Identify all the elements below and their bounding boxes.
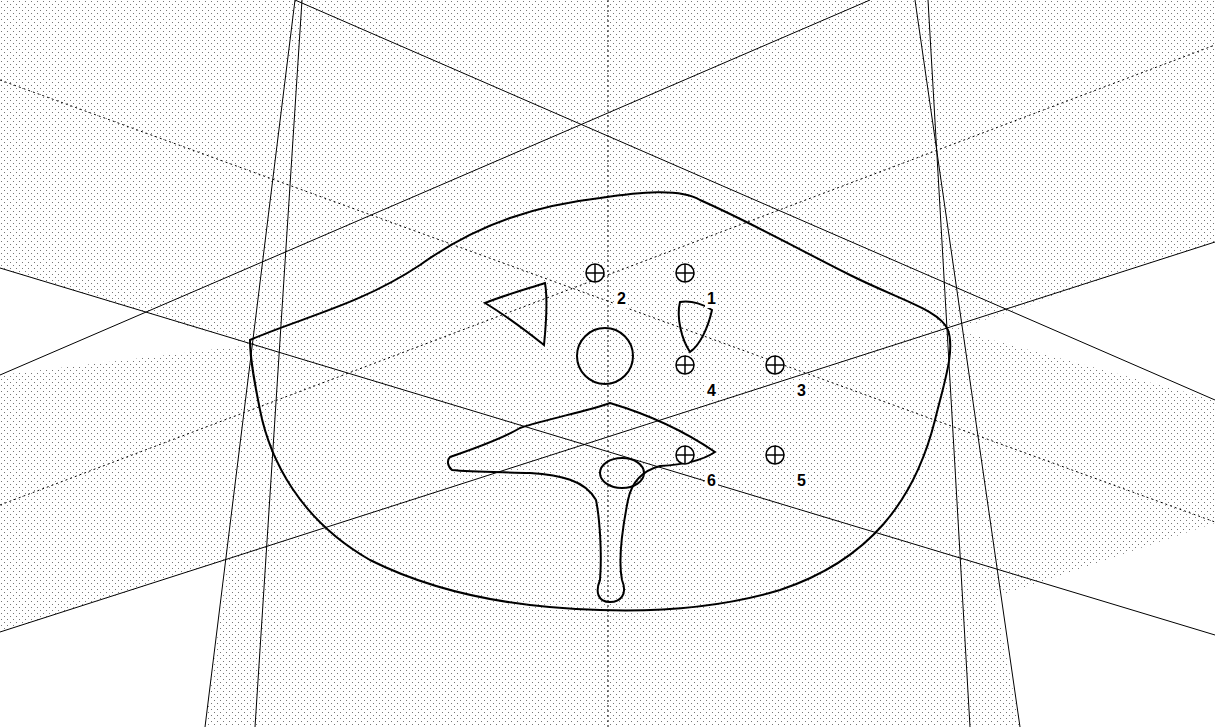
dose-point-marker [676,446,694,464]
dose-point-marker [586,264,604,282]
anatomy [250,192,950,610]
callout-number: 2 [615,290,628,308]
right-organ [679,302,712,352]
vertebra [448,403,715,602]
left-organ [485,283,547,345]
callout-number: 4 [705,382,718,400]
spinal-canal [600,458,644,488]
callout-number: 5 [795,472,808,490]
dose-point-marker [676,264,694,282]
vessel [577,328,633,384]
callout-number: 6 [705,472,718,490]
unshaded-regions [0,242,1215,727]
dose-points [586,264,784,464]
dose-point-marker [766,356,784,374]
callout-number: 3 [795,382,808,400]
dose-point-marker [676,356,694,374]
body-contour [250,192,950,610]
callout-number: 1 [705,290,718,308]
dose-point-marker [766,446,784,464]
